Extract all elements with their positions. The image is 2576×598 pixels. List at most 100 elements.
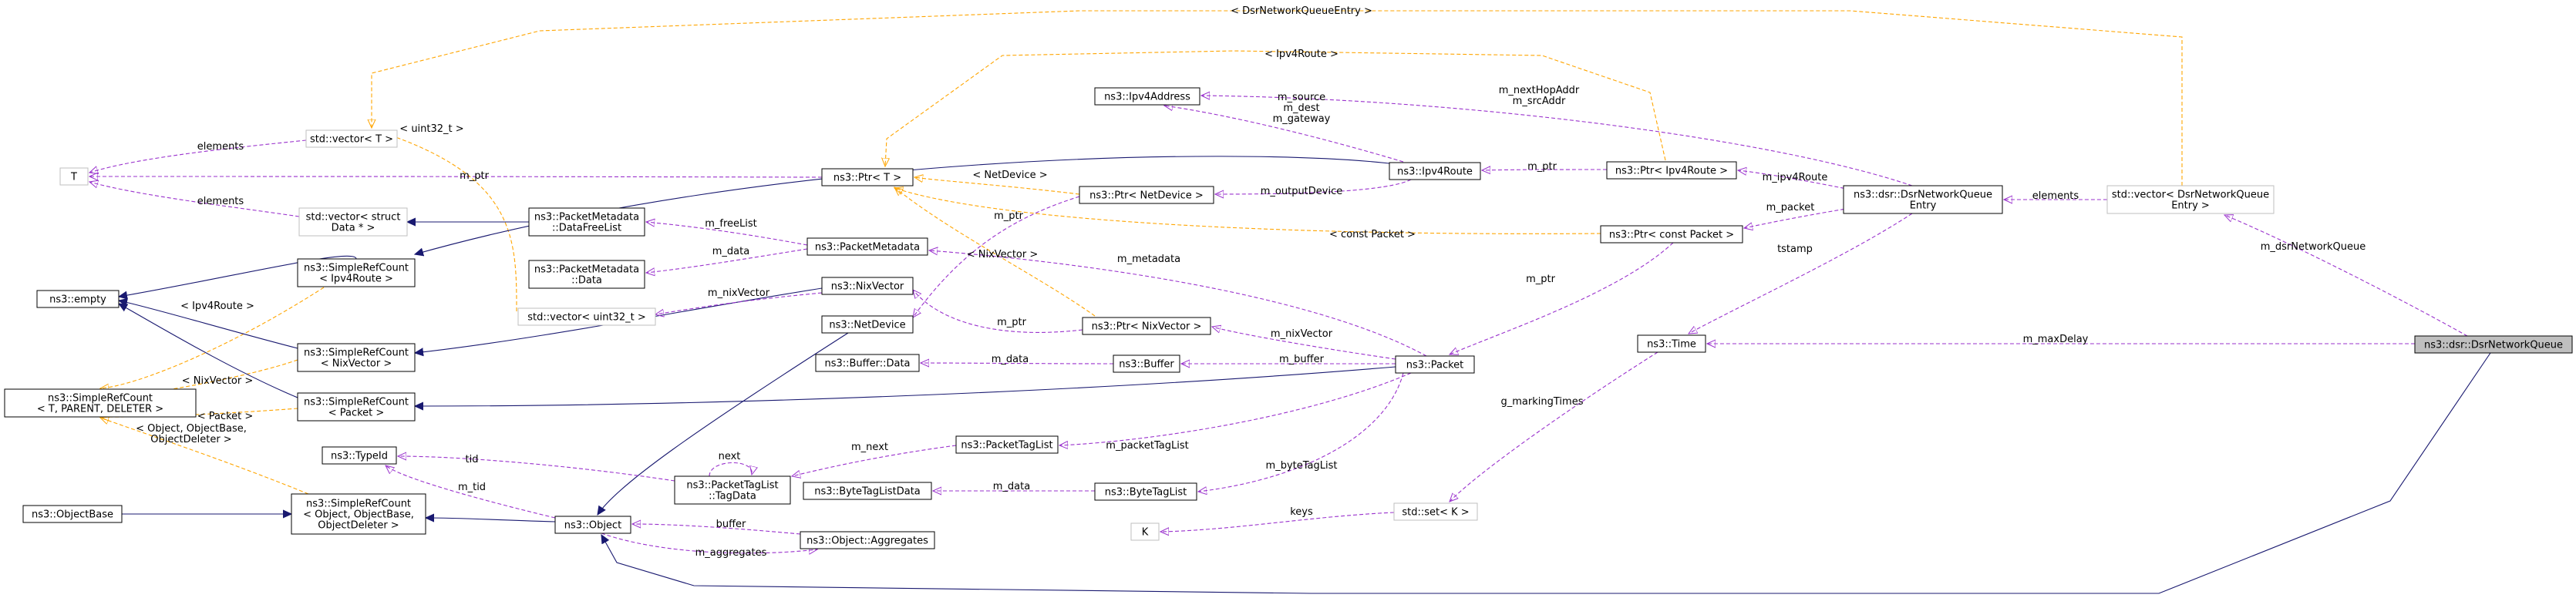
class-node-objbase[interactable]: ns3::ObjectBase — [22, 505, 123, 523]
node-box — [800, 531, 935, 549]
usage-edge-dsr_queue-to-vec_dsr — [2224, 215, 2468, 337]
class-node-vecT[interactable]: std::vector< T > — [305, 129, 398, 148]
node-box — [806, 237, 928, 256]
edge-label-netdevice-tpl: < NetDevice > — [972, 170, 1047, 181]
edge-label-packet-tpl: < Packet > — [197, 411, 254, 422]
node-label: ns3::Packet — [1406, 360, 1464, 371]
class-node-empty[interactable]: ns3::empty — [36, 290, 120, 308]
edge-label-marking: g_markingTimes — [1501, 396, 1584, 408]
class-node-nixvec[interactable]: ns3::NixVector — [821, 277, 914, 295]
class-node-src-object[interactable]: ns3::SimpleRefCount< Object, ObjectBase,… — [291, 493, 426, 535]
edge-label-nixvector-member: m_nixVector — [708, 287, 770, 299]
usage-edge-pmeta-to-pm_dfl — [646, 222, 808, 246]
edge-label-buffer-pkt: m_buffer — [1279, 354, 1325, 365]
edge-label-btag-data: m_data — [993, 481, 1030, 492]
usage-edge-ptl_tagdata-to-typeid — [398, 456, 675, 482]
node-label: ns3::SimpleRefCount< T, PARENT, DELETER … — [37, 393, 163, 415]
node-label: ns3::SimpleRefCount< Object, ObjectBase,… — [303, 499, 414, 532]
class-node-tplT[interactable]: T — [59, 167, 89, 186]
edge-label-packet-member: m_packet — [1766, 202, 1815, 213]
node-box — [297, 392, 416, 422]
usage-edge-ipv4route-to-ptr_netdev — [1215, 179, 1412, 194]
edge-label-nix-ptr: m_ptr — [997, 317, 1027, 328]
usage-edge-setK-to-tplK — [1160, 512, 1395, 532]
node-label: ns3::PacketTagList — [961, 440, 1052, 452]
class-node-ptr-ipv4route[interactable]: ns3::Ptr< Ipv4Route > — [1606, 161, 1737, 180]
class-node-ipv4addr[interactable]: ns3::Ipv4Address — [1094, 87, 1200, 106]
class-node-vecuint[interactable]: std::vector< uint32_t > — [517, 307, 656, 326]
class-node-netdev[interactable]: ns3::NetDevice — [821, 315, 914, 334]
class-node-bufdata[interactable]: ns3::Buffer::Data — [815, 354, 920, 372]
class-node-src-nix[interactable]: ns3::SimpleRefCount< NixVector > — [297, 343, 416, 372]
template-edge-ptr_netdev-to-ptrT — [914, 177, 1080, 195]
class-node-pmeta[interactable]: ns3::PacketMetadata — [806, 237, 928, 256]
class-node-buffer[interactable]: ns3::Buffer — [1113, 354, 1180, 373]
node-label: std::vector< uint32_t > — [527, 312, 646, 324]
class-node-obj-agg[interactable]: ns3::Object::Aggregates — [800, 531, 935, 549]
usage-edge-dsr_entry-to-ptr_cpacket — [1744, 207, 1851, 228]
class-node-src-ipv4route[interactable]: ns3::SimpleRefCount< Ipv4Route > — [297, 258, 416, 287]
node-label: T — [70, 172, 77, 183]
class-node-ptr-cpacket[interactable]: ns3::Ptr< const Packet > — [1600, 225, 1743, 244]
class-node-ptr-nix[interactable]: ns3::Ptr< NixVector > — [1082, 317, 1211, 335]
node-box — [674, 475, 791, 505]
edge-label-route-ptr: m_ptr — [1527, 161, 1557, 173]
node-label: ns3::PacketMetadata — [815, 242, 920, 254]
class-node-btagdata[interactable]: ns3::ByteTagListData — [803, 482, 932, 500]
node-label: ns3::empty — [49, 294, 106, 306]
edge-label-uint32: < uint32_t > — [399, 123, 463, 135]
usage-edge-object-to-obj_agg — [601, 532, 817, 553]
class-node-srcd[interactable]: ns3::SimpleRefCount< T, PARENT, DELETER … — [4, 388, 197, 418]
class-node-packet[interactable]: ns3::Packet — [1395, 355, 1475, 374]
usage-edge-packet-to-ptr_nix — [1212, 327, 1396, 360]
class-node-ptr-netdev[interactable]: ns3::Ptr< NetDevice > — [1079, 186, 1214, 204]
class-node-setK[interactable]: std::set< K > — [1393, 502, 1478, 521]
class-node-btaglist[interactable]: ns3::ByteTagList — [1094, 482, 1197, 501]
template-edge-src_object-to-srcd — [100, 418, 309, 495]
class-node-time[interactable]: ns3::Time — [1637, 334, 1706, 353]
edge-label-netdev-ptr: m_ptr — [994, 210, 1024, 222]
class-node-pm-dfl[interactable]: ns3::PacketMetadata::DataFreeList — [528, 207, 645, 237]
usage-edge-dsr_entry-to-ptr_ipv4route — [1738, 170, 1851, 190]
usage-edge-object-to-typeid — [386, 465, 556, 519]
class-node-typeid[interactable]: ns3::TypeId — [322, 446, 397, 465]
node-box — [554, 516, 631, 534]
class-node-dsr-queue[interactable]: ns3::dsr::DsrNetworkQueue — [2414, 335, 2573, 354]
usage-edge-time-to-setK — [1450, 351, 1658, 502]
inheritance-edge-dsr_queue-to-object — [601, 352, 2491, 594]
edge-label-buffer-obj: buffer — [716, 519, 746, 530]
usage-edge-vecstruct-to-tplT — [89, 182, 300, 217]
node-box — [297, 343, 416, 372]
class-node-object[interactable]: ns3::Object — [554, 516, 631, 534]
inheritance-edge-src_packet-to-empty — [119, 304, 298, 398]
edge-label-dsr-queue-member: m_dsrNetworkQueue — [2261, 241, 2366, 253]
edge-label-ipv4route-ptr: < Ipv4Route > — [180, 301, 254, 312]
usage-edge-packet-to-ptaglist — [1059, 372, 1412, 445]
class-node-ipv4route[interactable]: ns3::Ipv4Route — [1389, 162, 1481, 180]
node-box — [1600, 225, 1743, 244]
node-box — [22, 505, 123, 523]
edge-label-freelist: m_freeList — [705, 218, 757, 230]
usage-edge-ptrT-to-tplT — [89, 176, 823, 177]
class-node-tplK[interactable]: K — [1130, 522, 1160, 541]
class-node-pm-data[interactable]: ns3::PacketMetadata::Data — [528, 260, 645, 289]
class-node-ptl-tagdata[interactable]: ns3::PacketTagList::TagData — [674, 475, 791, 505]
node-label: ns3::SimpleRefCount< Packet > — [304, 397, 409, 419]
node-label: ns3::Ipv4Route — [1397, 166, 1473, 178]
class-node-ptaglist[interactable]: ns3::PacketTagList — [955, 435, 1059, 454]
class-node-src-packet[interactable]: ns3::SimpleRefCount< Packet > — [297, 392, 416, 422]
node-label: ns3::Ptr< NixVector > — [1092, 321, 1202, 333]
relationship-labels: < DsrNetworkQueueEntry >< Ipv4Route >ele… — [136, 5, 2366, 559]
node-box — [291, 493, 426, 535]
class-node-ptrT[interactable]: ns3::Ptr< T > — [821, 168, 914, 186]
node-box — [821, 168, 914, 186]
edge-label-data-pm: m_data — [712, 246, 749, 257]
usage-edge-dsr_entry-to-time — [1689, 213, 1913, 334]
